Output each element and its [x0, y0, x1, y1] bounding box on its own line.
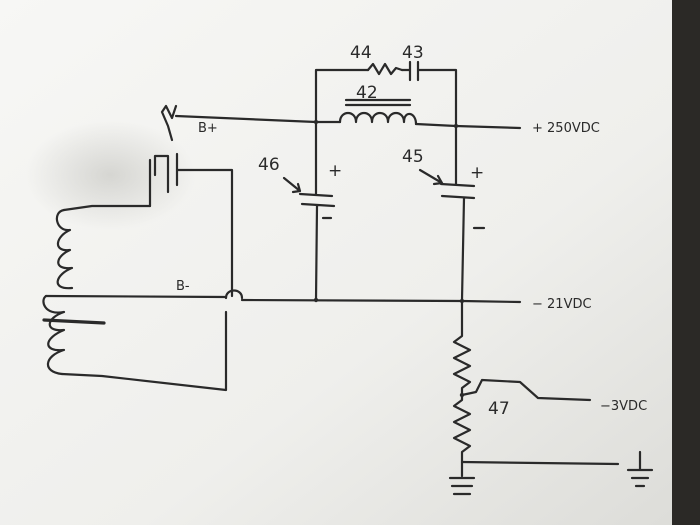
transformer-coil	[42, 208, 74, 376]
coil-bar	[42, 318, 106, 325]
junction-dot	[453, 123, 459, 129]
switch-contact	[160, 104, 178, 142]
top-branch	[314, 68, 370, 124]
label-46-plus: +	[328, 161, 342, 181]
arrow-45	[418, 168, 444, 186]
ground-symbol-bottom	[448, 476, 476, 496]
ground-rail	[240, 298, 464, 303]
label-42: 42	[356, 83, 378, 103]
junction-dot	[459, 392, 465, 398]
junction-dot	[313, 119, 319, 125]
label-47: 47	[488, 399, 510, 419]
junction-dot	[459, 298, 465, 304]
label-43: 43	[402, 43, 424, 63]
output-250	[454, 124, 522, 130]
label-45: 45	[402, 147, 424, 167]
resistor-lower	[452, 393, 472, 478]
junction-dot	[313, 297, 319, 303]
paper-shadow	[672, 0, 700, 525]
label-250vdc: + 250VDC	[532, 121, 600, 136]
capacitor-46	[298, 120, 336, 302]
capacitor-45	[439, 124, 476, 302]
label-46: 46	[258, 155, 280, 175]
b-plus-wire	[174, 114, 318, 124]
inductor-42-wire-right	[414, 122, 458, 128]
inductor-core	[344, 98, 412, 107]
resistor-44	[366, 62, 404, 76]
arrow-46	[282, 176, 302, 194]
label-21vdc: − 21VDC	[532, 297, 592, 312]
label-45-plus: +	[470, 163, 484, 183]
switch-block	[153, 152, 234, 298]
capacitor-43	[400, 60, 458, 128]
wire-hop	[224, 289, 244, 300]
ground-symbol-right	[626, 450, 654, 488]
label-b-minus: B-	[176, 279, 190, 294]
b-minus-wire	[44, 294, 228, 299]
tap-47	[460, 378, 592, 402]
resistor-upper	[452, 299, 472, 397]
transformer-outer	[62, 204, 152, 212]
label-3vdc: −3VDC	[600, 399, 647, 414]
transformer-bottom	[60, 310, 228, 392]
ground-line	[460, 460, 620, 466]
label-b-plus: B+	[198, 121, 218, 136]
label-44: 44	[350, 43, 372, 63]
inductor-42	[338, 111, 418, 126]
output-21	[460, 299, 522, 304]
smudge	[25, 120, 195, 230]
